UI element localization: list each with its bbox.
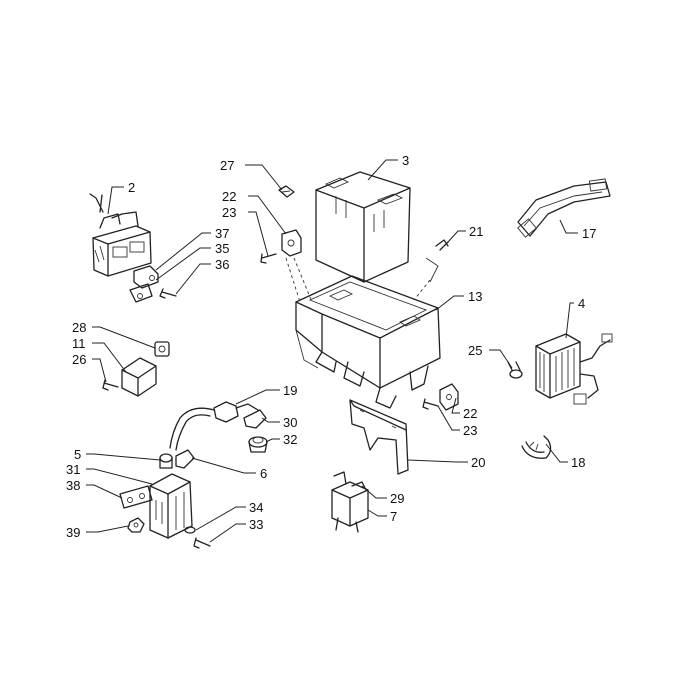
- callout-26: 26: [72, 352, 86, 367]
- callout-39: 39: [66, 525, 80, 540]
- callout-6: 6: [260, 466, 267, 481]
- callout-30: 30: [283, 415, 297, 430]
- part-29-clip: [351, 481, 367, 491]
- callout-37: 37: [215, 226, 229, 241]
- part-13-battery-tray: [295, 275, 441, 409]
- callout-34: 34: [249, 500, 263, 515]
- part-23-bolt-upper: [260, 253, 277, 264]
- callout-21: 21: [469, 224, 483, 239]
- part-22-clamp-upper: [281, 229, 302, 257]
- part-33-bolt: [193, 537, 211, 549]
- part-32-grommet: [248, 436, 268, 453]
- callout-25: 25: [468, 343, 482, 358]
- callout-19: 19: [283, 383, 297, 398]
- part-6-terminal: [175, 449, 195, 469]
- callout-13: 13: [468, 289, 482, 304]
- callout-28: 28: [72, 320, 86, 335]
- part-31-ignition-coil: [149, 473, 193, 539]
- assembly-lines: [285, 257, 431, 303]
- part-27-clip: [278, 185, 295, 198]
- callout-38: 38: [66, 478, 80, 493]
- part-17-strap: [517, 178, 611, 238]
- callout-18: 18: [571, 455, 585, 470]
- part-4-regulator: [535, 333, 613, 405]
- callout-11: 11: [72, 336, 86, 351]
- callout-36: 36: [215, 257, 229, 272]
- part-19-plug-cap: [213, 401, 259, 423]
- callout-5: 5: [74, 447, 81, 462]
- part-20-bracket-plate: [349, 399, 409, 475]
- part-11-holder: [121, 357, 157, 397]
- part-30-plug-connector: [243, 409, 267, 429]
- part-28-nut: [154, 341, 170, 357]
- callout-23-upper: 23: [222, 205, 236, 220]
- callout-7: 7: [390, 509, 397, 524]
- part-18-cable-clamp: [521, 435, 552, 459]
- callout-23-lower: 23: [463, 423, 477, 438]
- part-23-bolt-lower: [422, 398, 439, 410]
- callout-labels: 2 3 27 22 23 21 37 35 36 17 4 13 28 11 2…: [66, 153, 596, 540]
- callout-35: 35: [215, 241, 229, 256]
- part-21-screw: [425, 239, 449, 283]
- part-7-relay: [331, 471, 369, 533]
- callout-17: 17: [582, 226, 596, 241]
- callout-31: 31: [66, 462, 80, 477]
- callout-32: 32: [283, 432, 297, 447]
- part-22-clamp-lower: [439, 383, 459, 411]
- callout-27: 27: [220, 158, 234, 173]
- part-2-relay-unit: [89, 193, 152, 277]
- callout-2: 2: [128, 180, 135, 195]
- part-36-screw: [159, 288, 177, 299]
- hv-cable: [169, 407, 215, 451]
- callout-29: 29: [390, 491, 404, 506]
- part-5-cap: [159, 453, 173, 469]
- part-3-battery: [315, 171, 411, 283]
- part-37-bracket: [129, 265, 159, 303]
- leader-lines: [86, 159, 578, 543]
- part-38-bracket: [119, 485, 153, 509]
- part-26-screw: [102, 379, 119, 391]
- callout-3: 3: [402, 153, 409, 168]
- callout-4: 4: [578, 296, 585, 311]
- callout-22-lower: 22: [463, 406, 477, 421]
- callout-33: 33: [249, 517, 263, 532]
- callout-20: 20: [471, 455, 485, 470]
- callout-22-upper: 22: [222, 189, 236, 204]
- part-39-nut: [127, 517, 145, 533]
- part-34-washer: [184, 526, 196, 534]
